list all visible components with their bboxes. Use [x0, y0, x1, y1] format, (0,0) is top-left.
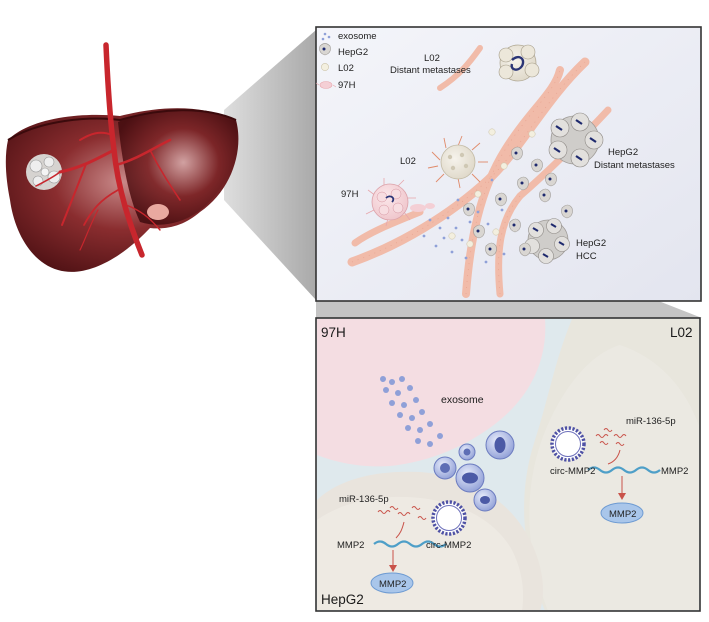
scattered-hepg2-nuclei [466, 151, 568, 251]
legend-exosome-swatch [321, 32, 331, 41]
l02-distant-label: L02 [424, 53, 440, 64]
l02-distant-metastases-label: Distant metastases [390, 65, 471, 76]
scattered-hepg2-cells [463, 146, 573, 257]
exosome-vesicles [433, 430, 515, 512]
mmp2-mrna-left [373, 540, 447, 548]
l02-cluster-label: L02 [400, 156, 416, 167]
bottom-panel: exosome [315, 317, 701, 612]
scattered-l02-cells [448, 128, 536, 248]
zoom-cone-bottom [316, 300, 702, 318]
97h-label: 97H [341, 189, 359, 200]
hepg2-distant-metastases-label: Distant metastases [594, 160, 675, 171]
mmp2-protein-right-label: MMP2 [609, 509, 636, 520]
circ-mmp2-left-label: circ-MMP2 [426, 540, 471, 551]
legend-hepg2-nucleus [322, 47, 326, 51]
legend-97h-label: 97H [338, 80, 356, 91]
exosome-label: exosome [441, 394, 484, 406]
top-panel: exosome HepG2 L02 97H L02 Distant metast… [315, 26, 702, 302]
97h-cluster [365, 178, 435, 227]
liver-tumor [26, 154, 62, 190]
hepg2-hcc-label: HepG2 [576, 238, 606, 249]
hepg2-corner-label: HepG2 [321, 592, 364, 607]
mir-binding-arrow-left [395, 521, 405, 539]
mir-136-5p-right-label: miR-136-5p [626, 416, 676, 427]
mmp2-mrna-right-label: MMP2 [661, 466, 688, 477]
mir-136-5p-left-label: miR-136-5p [339, 494, 389, 505]
mirna-left [377, 506, 427, 520]
hepg2-mechanism [370, 500, 467, 594]
zoom-cone-top [224, 30, 316, 300]
mmp2-mrna-left-label: MMP2 [337, 540, 364, 551]
mmp2-mrna-right [587, 466, 661, 474]
l02-distant-cluster [498, 44, 540, 82]
vessel-texture [351, 61, 586, 295]
liver-illustration [5, 42, 239, 272]
mir-binding-arrow-right [607, 449, 621, 465]
translation-arrowhead-right [618, 493, 626, 500]
hcc-label: HCC [576, 251, 597, 262]
circ-mmp2-right [550, 426, 586, 462]
hepg2-distant-cluster [548, 112, 604, 168]
legend-l02-swatch [321, 63, 329, 71]
l02-mechanism [550, 426, 661, 524]
scattered-exosomes [422, 178, 506, 264]
exosome-stream [380, 376, 443, 447]
97h-cell-region [317, 319, 546, 467]
hepg2-hcc-cluster [524, 218, 570, 264]
legend-exosome-label: exosome [338, 31, 377, 42]
l02-spiky-cluster [427, 135, 488, 189]
legend: exosome HepG2 L02 97H [315, 31, 377, 91]
l02-corner-label: L02 [670, 325, 693, 340]
mmp2-protein-left [370, 572, 414, 594]
mmp2-protein-left-label: MMP2 [379, 579, 406, 590]
hepg2-distant-label: HepG2 [608, 147, 638, 158]
mirna-right [595, 428, 627, 446]
97h-corner-label: 97H [321, 325, 346, 340]
mmp2-protein-right [600, 502, 644, 524]
legend-hepg2-label: HepG2 [338, 47, 368, 58]
liver-arteries [35, 42, 181, 258]
legend-l02-label: L02 [338, 63, 354, 74]
circ-mmp2-right-label: circ-MMP2 [550, 466, 595, 477]
translation-arrowhead-left [389, 565, 397, 572]
circ-mmp2-left [431, 500, 467, 536]
legend-97h-swatch [315, 81, 337, 89]
